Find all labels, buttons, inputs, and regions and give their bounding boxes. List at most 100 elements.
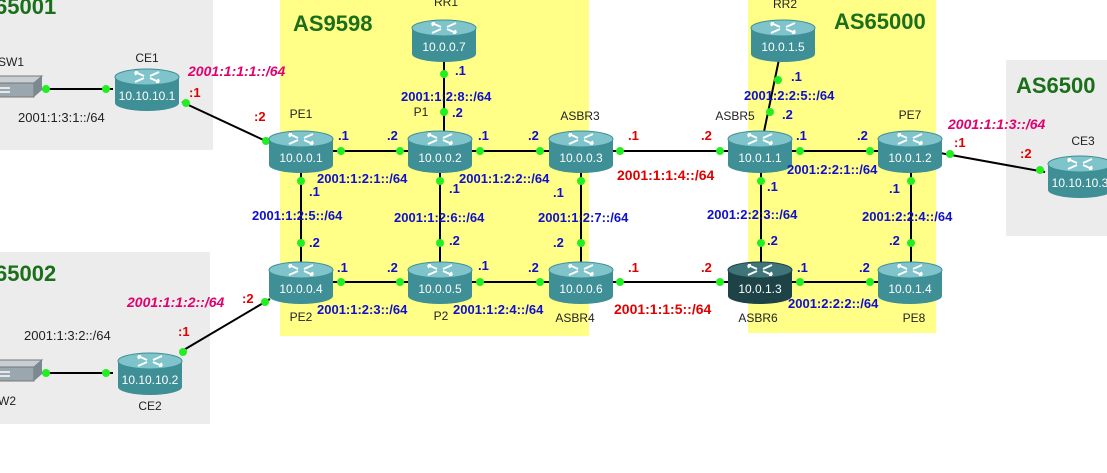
- if-pe1-ce1: :2: [254, 109, 266, 124]
- router-arrows-icon: [1067, 158, 1093, 170]
- if-asbr6-pe8: .1: [797, 260, 808, 275]
- link-dot: [577, 177, 585, 185]
- subnet-rr2-asbr5: 2001:2:2:5::/64: [744, 88, 835, 103]
- link-dot: [616, 147, 624, 155]
- asbr4-router[interactable]: 10.0.0.6: [548, 261, 614, 304]
- link-dot: [536, 147, 544, 155]
- pe7-name: PE7: [899, 108, 922, 122]
- link-dot: [616, 278, 624, 286]
- router-arrows-icon: [427, 133, 453, 145]
- if-ce1-pe1: :1: [189, 85, 201, 100]
- subnet-pe7-pe8: 2001:2:2:4::/64: [862, 209, 953, 224]
- router-top: [727, 261, 793, 279]
- subnet-pe1-pe2: 2001:1:2:5::/64: [252, 208, 343, 223]
- link-dot: [102, 85, 110, 93]
- router-top: [877, 130, 943, 148]
- router-body: [269, 139, 333, 173]
- link-dot: [396, 278, 404, 286]
- if-asbr5-asbr6: .1: [767, 179, 778, 194]
- router-top: [268, 261, 334, 279]
- pe1-ip: 10.0.0.1: [279, 151, 323, 165]
- asbr4-ip: 10.0.0.6: [559, 282, 603, 296]
- pe2-router[interactable]: 10.0.0.4: [268, 261, 334, 304]
- switch-front: [0, 82, 35, 98]
- sw1-name: SW1: [0, 55, 24, 69]
- asbr3-name: ASBR3: [560, 109, 600, 123]
- rr1-ip: 10.0.0.7: [422, 40, 466, 54]
- router-body: [878, 270, 942, 304]
- switch-arrows-icon: [0, 371, 10, 377]
- link-pe7-ce3: [939, 152, 1046, 173]
- if-rr2-asbr5: .1: [791, 69, 802, 84]
- router-body: [751, 28, 815, 62]
- if-p1-asbr3: .1: [478, 128, 489, 143]
- router-body: [728, 270, 792, 304]
- pe7-router[interactable]: 10.0.1.2: [877, 130, 943, 173]
- link-dot: [766, 108, 774, 116]
- if-asbr3-asbr4: .1: [553, 185, 564, 200]
- interface-labels-red: .1 .2 .1 .2 :1 :2 :1 :2 :1 :2: [178, 85, 1032, 339]
- subnet-labels-inter: 2001:1:1:4::/64 2001:1:1:5::/64: [614, 167, 714, 317]
- switch-arrows-icon: [0, 87, 10, 93]
- routers: 10.10.10.1 10.10.10.2 10.10.10.3 10.0.0.1 10…: [114, 19, 1107, 395]
- rr1-router[interactable]: 10.0.0.7: [411, 19, 477, 62]
- subnet-asbr4-asbr6: 2001:1:1:5::/64: [614, 301, 711, 317]
- ce2-router[interactable]: 10.10.10.2: [117, 352, 183, 395]
- link-dot: [261, 298, 269, 306]
- link-dot: [757, 177, 765, 185]
- ce1-router[interactable]: 10.10.10.1: [114, 68, 180, 111]
- ce3-router[interactable]: 10.10.10.3: [1047, 155, 1107, 198]
- ce3-name: CE3: [1071, 134, 1095, 148]
- if-pe7-asbr5: .2: [857, 128, 868, 143]
- sw1-switch[interactable]: [0, 75, 44, 98]
- p1-router[interactable]: 10.0.0.2: [407, 130, 473, 173]
- link-dot: [297, 239, 305, 247]
- router-top: [411, 19, 477, 37]
- asbr6-router[interactable]: 10.0.1.3: [727, 261, 793, 304]
- pe1-router[interactable]: 10.0.0.1: [268, 130, 334, 173]
- if-asbr5-asbr3: .2: [701, 128, 712, 143]
- subnet-asbr3-asbr4: 2001:1:2:7::/64: [538, 210, 629, 225]
- switch-front: [0, 366, 35, 382]
- link-dot: [577, 239, 585, 247]
- if-asbr6-asbr4: .2: [701, 260, 712, 275]
- router-body: [549, 139, 613, 173]
- link-dot: [907, 239, 915, 247]
- if-asbr5-rr2: .2: [782, 107, 793, 122]
- if-p1-pe1: .2: [387, 128, 398, 143]
- p2-router[interactable]: 10.0.0.5: [407, 261, 473, 304]
- link-dot: [536, 278, 544, 286]
- subnet-asbr5-asbr6: 2001:2:2:3::/64: [707, 207, 798, 222]
- link-dot: [476, 147, 484, 155]
- sw2-switch[interactable]: [0, 359, 44, 382]
- router-arrows-icon: [427, 264, 453, 276]
- pe2-name: PE2: [290, 310, 313, 324]
- rr2-router[interactable]: 10.0.1.5: [750, 19, 816, 62]
- router-body: [412, 28, 476, 62]
- router-top: [268, 130, 334, 148]
- link-dot: [42, 85, 50, 93]
- asbr3-ip: 10.0.0.3: [559, 151, 603, 165]
- link-dot: [946, 150, 954, 158]
- switch-side: [34, 76, 42, 97]
- as65000-label: AS65000: [834, 9, 926, 34]
- if-pe8-pe7: .2: [889, 233, 900, 248]
- router-top: [750, 19, 816, 37]
- router-arrows-icon: [288, 133, 314, 145]
- as65001-label: 65001: [0, 0, 56, 19]
- subnet-sw2-ce2: 2001:1:3:2::/64: [24, 328, 111, 343]
- router-top: [117, 352, 183, 370]
- pe8-router[interactable]: 10.0.1.4: [877, 261, 943, 304]
- asbr5-router[interactable]: 10.0.1.1: [727, 130, 793, 173]
- router-arrows-icon: [288, 264, 314, 276]
- link-dot: [866, 278, 874, 286]
- router-body: [115, 77, 179, 111]
- asbr3-router[interactable]: 10.0.0.3: [548, 130, 614, 173]
- subnet-p2-asbr4: 2001:1:2:4::/64: [453, 302, 544, 317]
- link-dot: [866, 147, 874, 155]
- subnet-p1-asbr3: 2001:1:2:2::/64: [459, 171, 550, 186]
- if-ce3-pe7: :2: [1020, 146, 1032, 161]
- router-top: [407, 130, 473, 148]
- link-dot: [297, 177, 305, 185]
- asbr6-name: ASBR6: [738, 311, 778, 325]
